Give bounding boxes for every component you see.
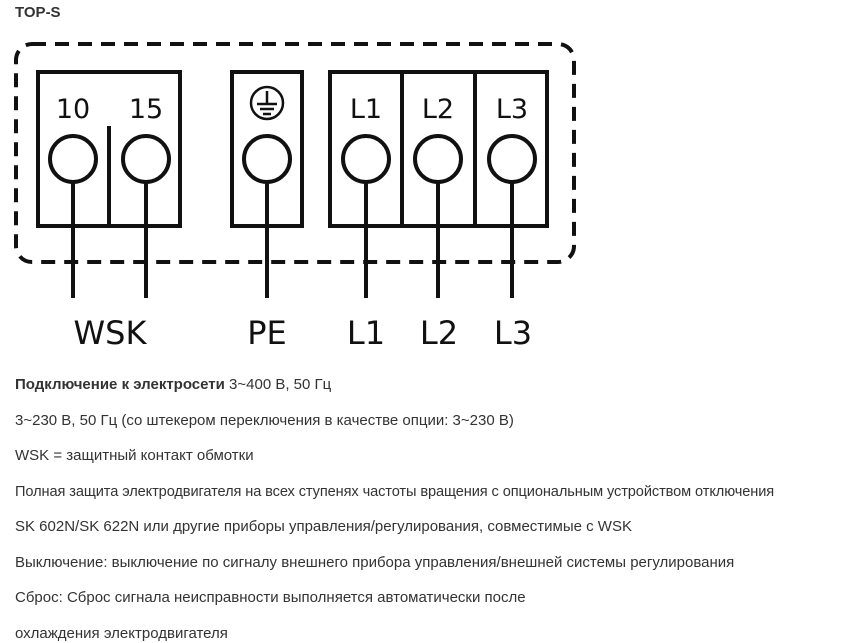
description-line-text: 3~230 В, 50 Гц (со штекером переключения… <box>15 411 514 429</box>
terminal-label-l3: L3 <box>496 94 528 125</box>
terminal-label-10: 10 <box>56 94 90 125</box>
terminal-screw-pe <box>242 134 292 184</box>
label-l1: L1 <box>347 314 385 352</box>
description-line: 3~230 В, 50 Гц (со штекером переключения… <box>15 412 860 430</box>
description-line-text: Выключение: выключение по сигналу внешне… <box>15 553 735 571</box>
terminal-label-l2: L2 <box>422 94 454 125</box>
description-line-text: Сброс: Сброс сигнала неисправности выпол… <box>15 589 526 606</box>
label-pe: PE <box>247 314 287 352</box>
terminal-screw-l1 <box>341 134 391 184</box>
description-line: Выключение: выключение по сигналу внешне… <box>15 554 860 572</box>
terminal-label-l1: L1 <box>350 94 382 125</box>
description-line-text: SK 602N/SK 622N или другие приборы управ… <box>15 518 632 535</box>
label-l3: L3 <box>494 314 532 352</box>
terminal-screw-10 <box>48 134 98 184</box>
description-line-text: WSK = защитный контакт обмотки <box>15 447 254 464</box>
terminal-box-outline <box>14 42 576 264</box>
label-l2: L2 <box>420 314 458 352</box>
description-line: Полная защита электродвигателя на всех с… <box>15 483 860 501</box>
diagram-title: TOP-S <box>15 4 61 21</box>
terminal-screw-15 <box>121 134 171 184</box>
terminal-label-15: 15 <box>129 94 163 125</box>
wsk-terminal-block: 10 15 <box>36 70 182 228</box>
description-line-text: охлаждения электродвигателя <box>15 624 228 642</box>
description-line-bold: Подключение к электросети <box>15 376 225 393</box>
wires <box>71 182 514 298</box>
description-line: SK 602N/SK 622N или другие приборы управ… <box>15 518 860 536</box>
description-line: Сброс: Сброс сигнала неисправности выпол… <box>15 589 860 607</box>
description-line: WSK = защитный контакт обмотки <box>15 447 860 465</box>
wiring-diagram: 10 15 L1 L2 L3 WSK <box>14 42 576 352</box>
description-line: охлаждения электродвигателя <box>15 625 860 643</box>
label-wsk: WSK <box>74 314 148 352</box>
description-text: Подключение к электросети 3~400 В, 50 Гц… <box>15 376 860 643</box>
ground-icon <box>249 85 285 121</box>
description-line: Подключение к электросети 3~400 В, 50 Гц <box>15 376 860 394</box>
description-line-text: 3~400 В, 50 Гц <box>224 376 332 393</box>
terminal-screw-l3 <box>487 134 537 184</box>
terminal-screw-l2 <box>413 134 463 184</box>
description-line-text: Полная защита электродвигателя на всех с… <box>15 483 775 500</box>
